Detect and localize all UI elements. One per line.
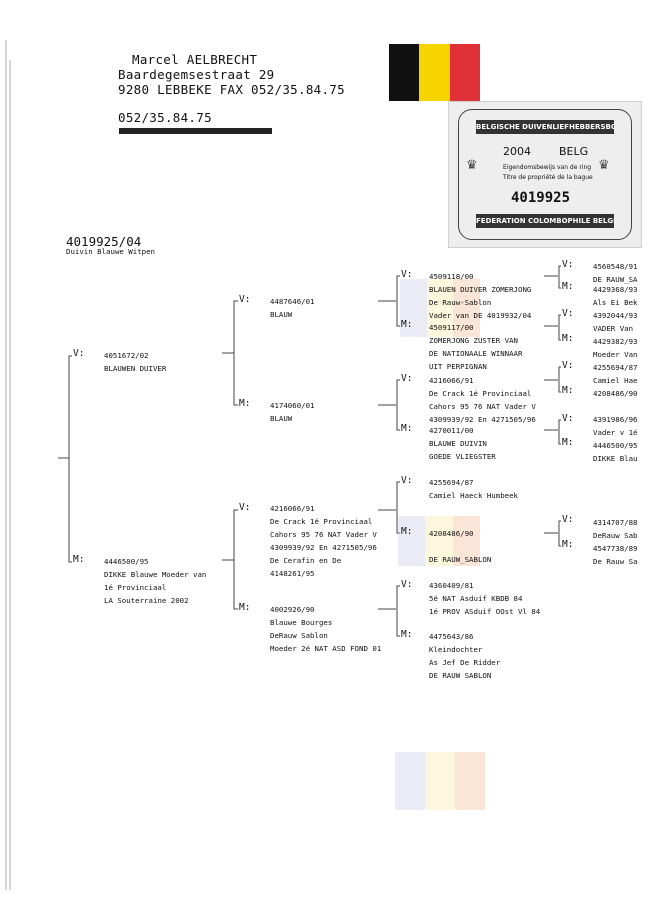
tag-g4-a: V: [562,259,574,270]
header-underline [119,128,272,134]
tag-fmf: V: [401,373,413,384]
tag-g4-g: V: [562,413,574,424]
tag-g4-i: V: [562,514,574,525]
tag-ffm: M: [401,319,413,330]
tag-ff: V: [239,294,251,305]
tag-mfm: M: [401,526,413,537]
flag-black-stripe [389,44,420,101]
tag-mother: M: [73,554,85,565]
tag-g4-h: M: [562,437,574,448]
certificate-country: BELG [559,145,589,158]
tag-g4-e: V: [562,360,574,371]
owner-phone: 052/35.84.75 [118,110,212,125]
tag-g4-f: M: [562,385,574,396]
certificate-text-1: Eigendomsbewijs van de ring [503,164,592,171]
ring-certificate: BELGISCHE DUIVENLIEFHEBBERSBOND 2004 BEL… [448,101,642,248]
certificate-frame [458,109,632,240]
certificate-number: 4019925 [511,190,571,206]
tag-mmm: M: [401,629,413,640]
bird-ring: 4019925/04 [66,234,142,249]
certificate-top-banner: BELGISCHE DUIVENLIEFHEBBERSBOND [476,120,614,134]
flag-red-stripe [449,44,480,101]
tag-mff: V: [401,475,413,486]
crown-icon-right: ♛ [599,154,609,173]
bird-name: Duivin Blauwe Witpen [66,247,155,256]
owner-block: Marcel AELBRECHT Baardegemsestraat 29 92… [118,52,345,125]
faded-flag-1 [400,279,481,337]
certificate-year: 2004 [503,145,531,158]
tag-fm: M: [239,398,251,409]
owner-street: Baardegemsestraat 29 [118,67,275,82]
tag-g4-j: M: [562,539,574,550]
tag-fff: V: [401,269,413,280]
tag-mm: M: [239,602,251,613]
crown-icon: ♛ [467,154,477,173]
faded-flag-2 [398,516,480,566]
tag-mf: V: [239,502,251,513]
tag-g4-b: M: [562,281,574,292]
tag-mmf: V: [401,579,413,590]
tag-father: V: [73,348,85,359]
gen4-f-entry: 4208486/90 [593,389,638,398]
certificate-text-2: Titre de propriété de la bague [503,174,593,181]
certificate-bottom-banner: FEDERATION COLOMBOPHILE BELGE [476,214,614,228]
tag-fmm: M: [401,423,413,434]
owner-name: Marcel AELBRECHT [132,52,258,67]
faded-flag-3 [395,752,485,810]
tag-g4-d: M: [562,333,574,344]
flag-yellow-stripe [419,44,450,101]
owner-city-fax: 9280 LEBBEKE FAX 052/35.84.75 [118,82,345,97]
tag-g4-c: V: [562,308,574,319]
belgian-flag [389,44,480,101]
